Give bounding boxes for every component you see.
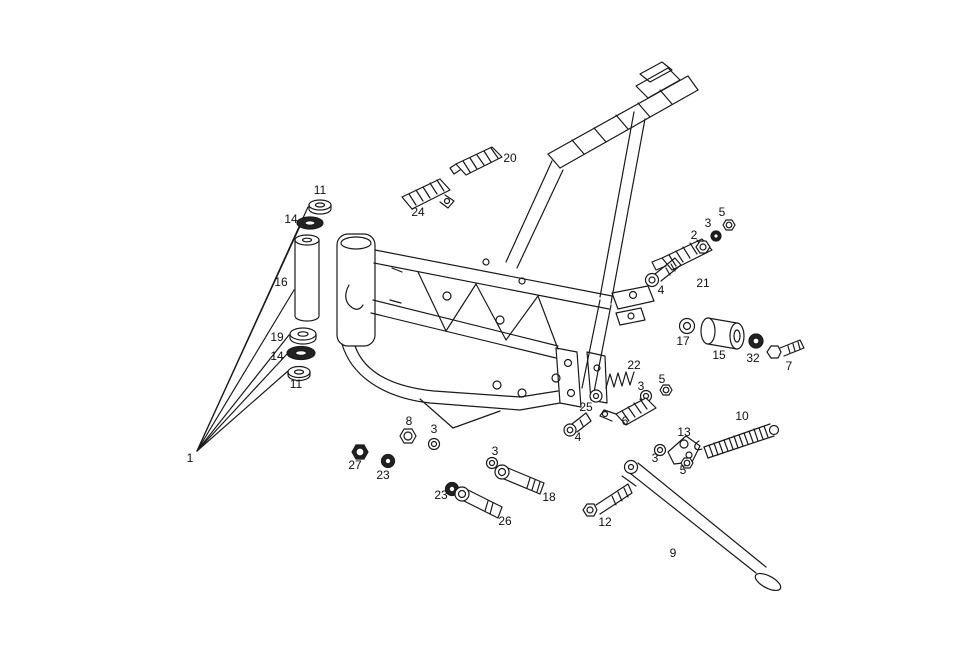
bolt-26-assembly	[444, 481, 503, 519]
part-label-1: 1	[186, 451, 194, 465]
stand-spring-10	[694, 423, 780, 459]
part-label-13: 13	[677, 425, 691, 439]
part-label-3: 3	[430, 422, 438, 436]
part-label-12: 12	[598, 515, 612, 529]
part-label-18: 18	[542, 490, 556, 504]
part-label-3: 3	[491, 444, 499, 458]
part-label-23: 23	[376, 468, 390, 482]
part-label-14: 14	[270, 349, 284, 363]
part-label-11: 11	[313, 183, 327, 197]
part-label-7: 7	[785, 359, 793, 373]
part-label-2: 2	[690, 228, 698, 242]
part-label-4: 4	[657, 283, 665, 297]
part-label-10: 10	[735, 409, 749, 423]
footpeg-21-assembly	[644, 219, 736, 288]
part-label-5: 5	[679, 463, 687, 477]
leader-lines-part-1	[196, 206, 309, 452]
bolt-18-assembly	[485, 456, 545, 495]
part-label-32: 32	[746, 351, 760, 365]
side-stand-9	[621, 459, 782, 592]
part-label-5: 5	[658, 372, 666, 386]
part-label-14: 14	[284, 212, 298, 226]
part-label-21: 21	[696, 276, 710, 290]
left-fastener-cluster	[351, 428, 441, 469]
part-label-5: 5	[718, 205, 726, 219]
part-label-6: 6	[621, 414, 629, 428]
part-label-23: 23	[434, 488, 448, 502]
part-label-9: 9	[669, 546, 677, 560]
part-label-22: 22	[627, 358, 641, 372]
part-label-19: 19	[270, 330, 284, 344]
part-label-4: 4	[574, 430, 582, 444]
footpeg-20	[449, 146, 503, 176]
part-label-25: 25	[579, 400, 593, 414]
part-label-3: 3	[651, 451, 659, 465]
pedal-assembly	[563, 371, 673, 437]
stand-bracket-13	[653, 435, 701, 469]
part-label-15: 15	[712, 348, 726, 362]
roller-assembly	[678, 317, 805, 359]
part-label-20: 20	[503, 151, 517, 165]
bolt-12	[582, 483, 633, 517]
part-label-3: 3	[637, 379, 645, 393]
part-label-16: 16	[274, 275, 288, 289]
bushing-stack	[286, 199, 332, 382]
part-label-24: 24	[411, 205, 425, 219]
part-label-26: 26	[498, 514, 512, 528]
part-label-17: 17	[676, 334, 690, 348]
part-label-8: 8	[405, 414, 413, 428]
part-label-3: 3	[704, 216, 712, 230]
part-label-27: 27	[348, 458, 362, 472]
footpeg-24	[401, 178, 455, 210]
rear-rack-subframe	[547, 61, 699, 169]
part-label-11: 11	[289, 377, 303, 391]
main-frame	[336, 111, 655, 429]
